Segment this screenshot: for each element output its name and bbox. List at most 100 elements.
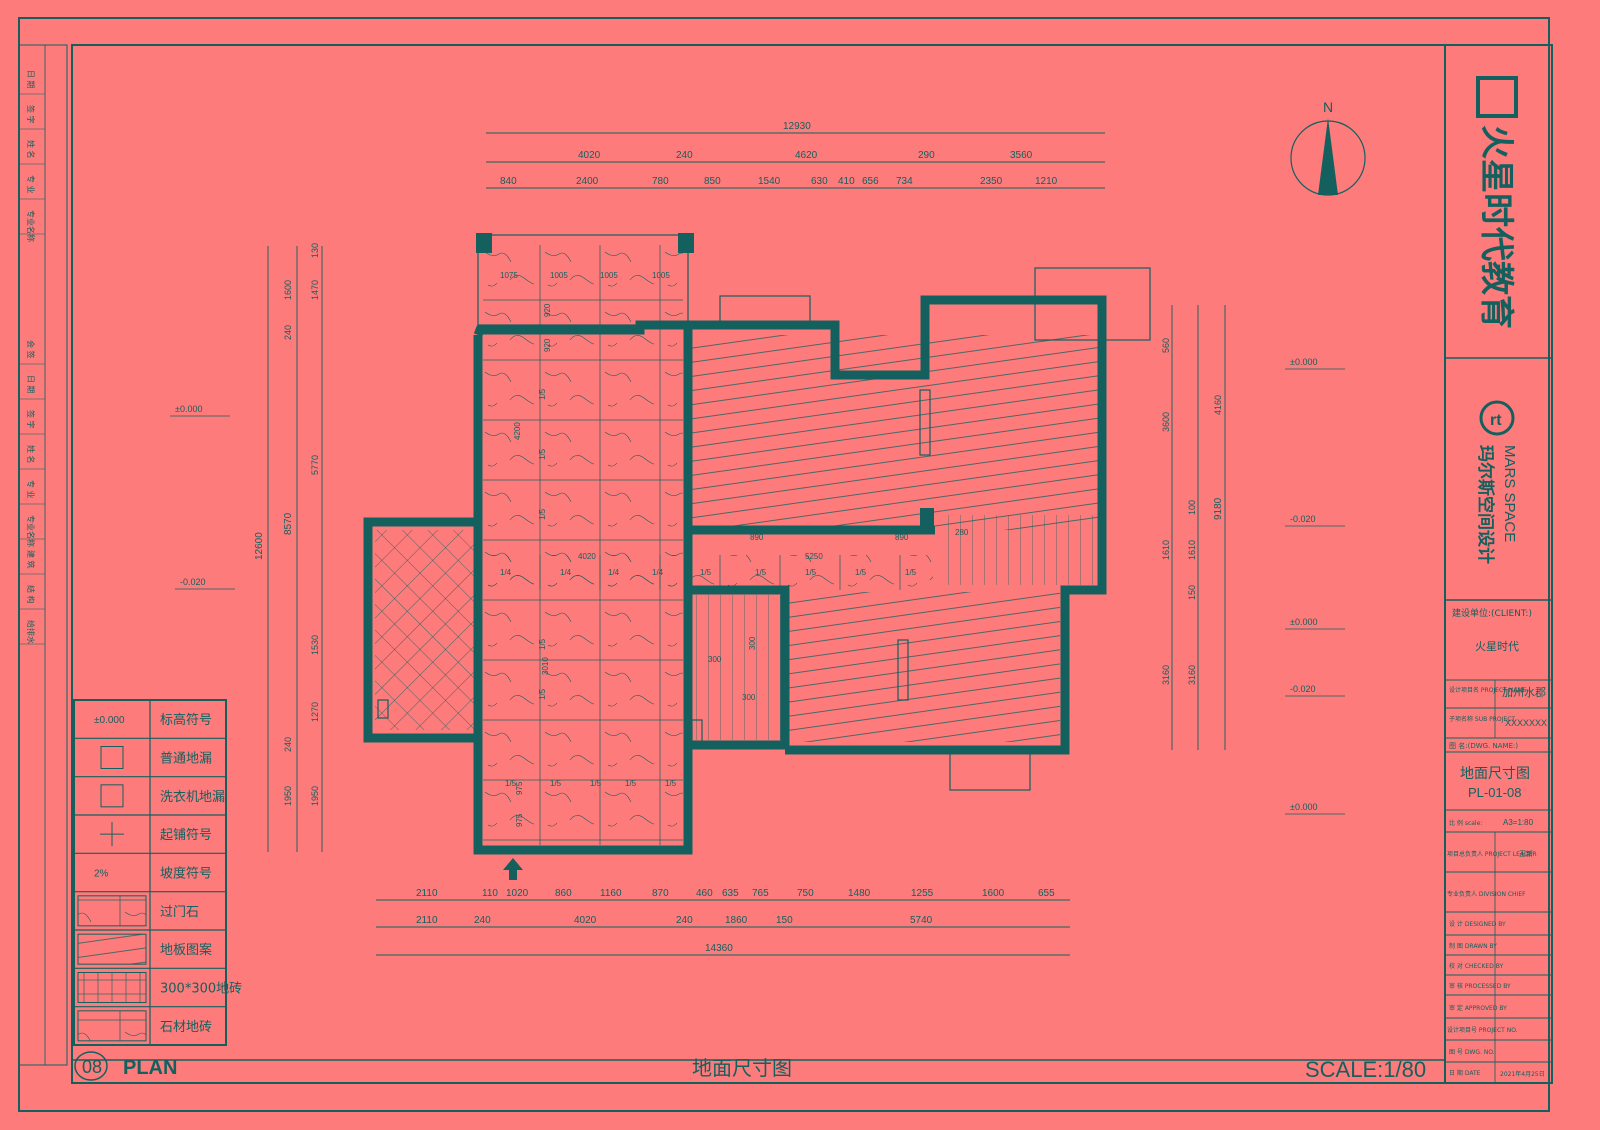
leader-value: 王新 xyxy=(1519,849,1533,858)
designed-label: 设 计 DESIGNED BY xyxy=(1449,920,1506,928)
dim-left-sub: 8570 xyxy=(283,512,294,535)
dim-top-row3: 850 xyxy=(704,176,721,187)
mars-en-text: MARS SPACE xyxy=(1501,445,1518,542)
bottom-title-bar: 08 PLAN 地面尺寸图 SCALE:1/80 xyxy=(74,1051,1426,1082)
strip-label: 专业名称 xyxy=(26,210,36,242)
dim-interior: 1005 xyxy=(550,271,568,280)
dim-bottom-row1: 655 xyxy=(1038,888,1055,899)
level-marker: ±0.000 xyxy=(1290,617,1317,627)
bath-floor xyxy=(690,595,785,740)
tile-ratio-mark: 1/5 xyxy=(538,688,547,700)
tile-ratio-mark: 1/5 xyxy=(905,568,917,577)
dim-left-row: 1470 xyxy=(310,280,320,300)
dimension-lines xyxy=(267,132,1226,956)
stair-floor xyxy=(940,515,1100,585)
division-label: 专业负责人 DIVISION CHIEF xyxy=(1447,890,1526,898)
dim-interior: 890 xyxy=(895,533,909,542)
dim-left-row: 5770 xyxy=(310,455,320,475)
legend-label: 坡度符号 xyxy=(160,866,212,882)
tile-ratio-mark: 1/5 xyxy=(538,638,547,650)
drawn-label: 制 图 DRAWN BY xyxy=(1449,942,1497,950)
dim-top-row3: 1540 xyxy=(758,176,781,187)
dim-right-row: 150 xyxy=(1187,585,1197,600)
project-label: 设计项目名 PROJECT NAME xyxy=(1449,686,1527,694)
level-marker: ±0.000 xyxy=(1290,357,1317,367)
dim-bottom-row1: 1600 xyxy=(982,888,1005,899)
legend-symbol: 2% xyxy=(94,869,109,880)
legend-label: 地板图案 xyxy=(160,943,212,958)
scale-text: SCALE:1/80 xyxy=(1305,1057,1426,1082)
processed-label: 审 核 PROCESSED BY xyxy=(1449,982,1511,990)
project-value: 加州水郡 xyxy=(1502,686,1546,699)
strip-label: 专业名称 xyxy=(26,515,36,547)
dim-bottom-row1: 870 xyxy=(652,888,669,899)
date-label: 日 期 DATE xyxy=(1449,1069,1481,1077)
tile-ratio-mark: 1/5 xyxy=(538,388,547,400)
dim-right-row: 1610 xyxy=(1187,540,1197,560)
north-label: N xyxy=(1323,99,1333,115)
tile-ratio-mark: 1/5 xyxy=(700,568,712,577)
strip-label: 建 筑 xyxy=(26,550,36,569)
tile-ratio-mark: 1/5 xyxy=(755,568,767,577)
mars-logo-mark: rt xyxy=(1490,412,1502,429)
strip-label: 日 期 xyxy=(26,375,35,394)
legend-label: 洗衣机地漏 xyxy=(160,789,225,805)
dim-top-row2: 4020 xyxy=(578,150,601,161)
entry-arrow-icon xyxy=(503,858,523,880)
dim-left-row: 1600 xyxy=(283,280,293,300)
dim-interior: 890 xyxy=(750,533,764,542)
dim-right-total: 9180 xyxy=(1213,497,1224,520)
dwg-no-label: 图 号 DWG. NO. xyxy=(1449,1049,1495,1056)
dim-interior: 280 xyxy=(955,528,969,537)
approved-label: 审 定 APPROVED BY xyxy=(1449,1004,1507,1012)
threshold-stone-icon xyxy=(77,895,147,927)
living-stone-floor xyxy=(483,335,683,745)
level-marker: ±0.000 xyxy=(175,404,202,414)
bottom-title: 地面尺寸图 xyxy=(692,1056,792,1080)
dim-top-total: 12930 xyxy=(783,121,811,132)
dim-bottom-row1: 635 xyxy=(722,888,739,899)
dim-interior: 920 xyxy=(543,303,552,317)
dim-right-row: 3160 xyxy=(1187,665,1197,685)
dim-interior: 300 xyxy=(748,636,757,650)
tile-300-icon xyxy=(77,972,147,1003)
dim-interior: 300 xyxy=(742,693,756,702)
sub-project-value: XXXXXXX xyxy=(1505,718,1547,728)
dwg-name-label: 图 名:(DWG. NAME:) xyxy=(1449,741,1518,750)
dim-top-row2: 290 xyxy=(918,150,935,161)
title-block: 火星时代教育 rt MARS SPACE 玛尔斯空间设计 建设单位:(CLIEN… xyxy=(1444,44,1553,1084)
strip-label: 姓 名 xyxy=(26,140,36,159)
dim-top-row2: 4620 xyxy=(795,150,818,161)
dim-left-row: 130 xyxy=(310,243,320,258)
legend-label: 过门石 xyxy=(160,905,199,920)
strip-label: 专 业 xyxy=(26,480,36,499)
strip-label: 给排水 xyxy=(26,620,36,644)
dim-bottom-row1: 1255 xyxy=(911,888,934,899)
legend-label: 起铺符号 xyxy=(160,827,212,843)
tile-ratio-mark: 1/4 xyxy=(652,568,664,577)
dim-top-row3: 840 xyxy=(500,176,517,187)
dim-left-row: 1950 xyxy=(310,786,320,806)
dim-bottom-row1: 1480 xyxy=(848,888,871,899)
strip-label: 签 字 xyxy=(26,410,36,429)
tile-ratio-mark: 1/5 xyxy=(550,779,562,788)
dim-bottom-total: 14360 xyxy=(705,943,733,954)
dim-left-row: 1530 xyxy=(310,635,320,655)
balcony-stone-floor xyxy=(483,245,683,335)
dim-interior: 975 xyxy=(515,813,524,827)
brand-logo: 火星时代教育 xyxy=(1476,76,1518,329)
brand-logo-text: 火星时代教育 xyxy=(1477,125,1515,329)
dim-bottom-row1: 750 xyxy=(797,888,814,899)
project-no-label: 设计项目号 PROJECT NO. xyxy=(1447,1026,1518,1034)
dim-top-row2: 3560 xyxy=(1010,150,1033,161)
dim-bottom-row2: 5740 xyxy=(910,915,933,926)
stone-tile-icon xyxy=(77,1010,147,1042)
strip-label: 姓 名 xyxy=(26,445,36,464)
mars-cn-text: 玛尔斯空间设计 xyxy=(1476,445,1496,564)
level-marker: -0.020 xyxy=(180,577,206,587)
dim-left-row: 240 xyxy=(283,737,293,752)
dim-top-row2: 240 xyxy=(676,150,693,161)
